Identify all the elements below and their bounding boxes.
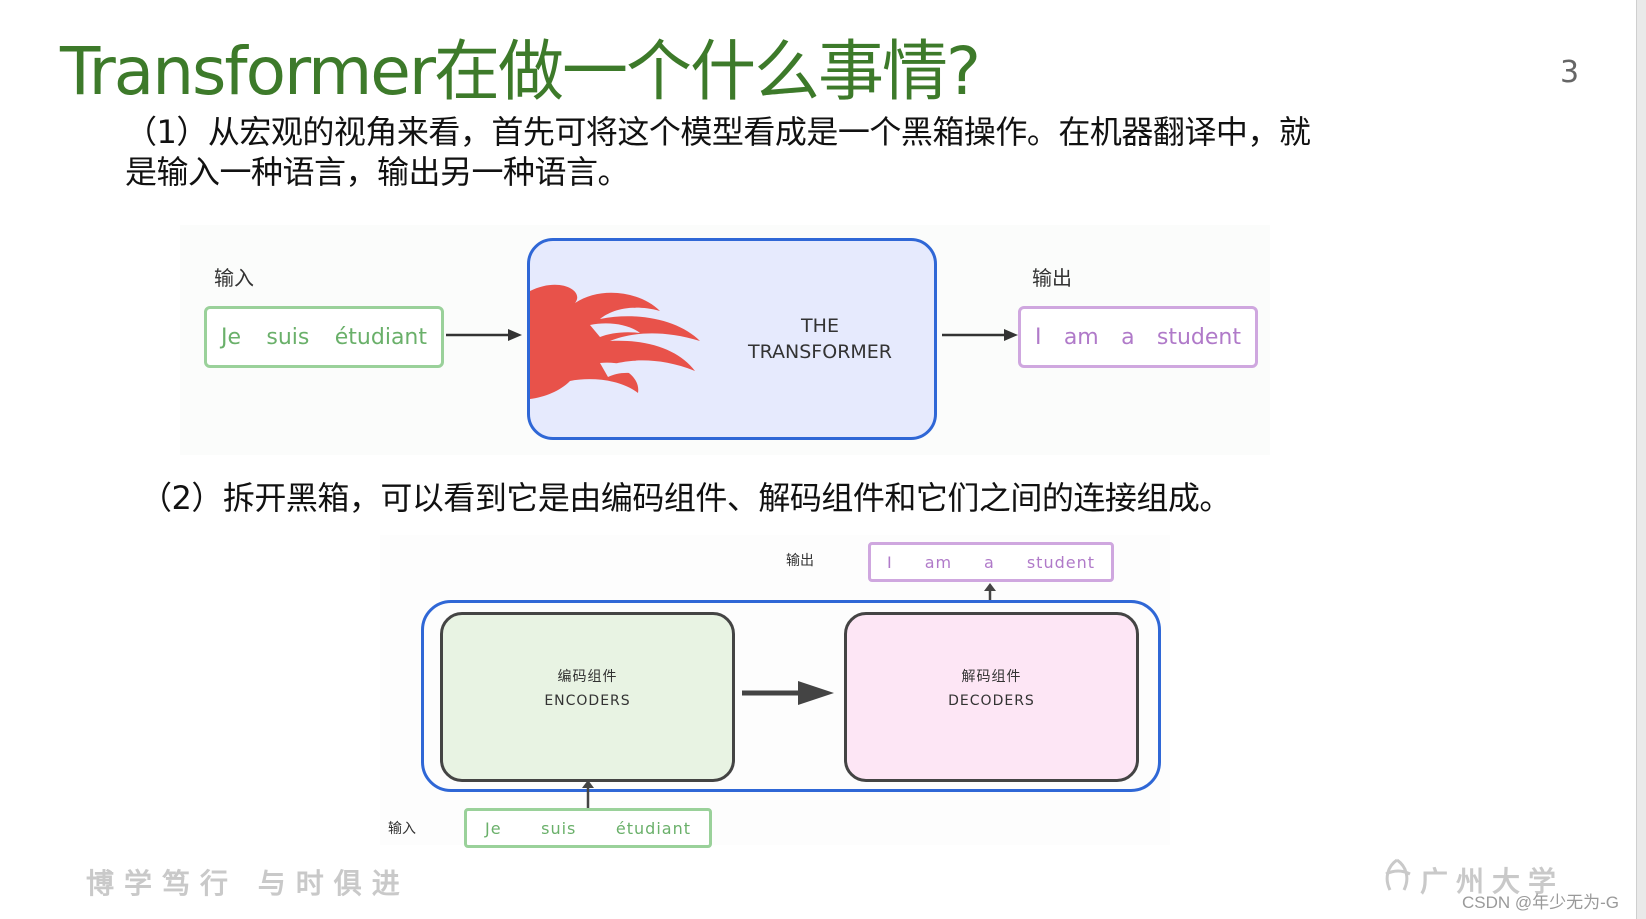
diagram-1-output-label: 输出 — [1032, 266, 1072, 290]
diagram-2-output-label: 输出 — [786, 553, 814, 569]
page-number: 3 — [1560, 55, 1580, 90]
arrow-right-icon — [942, 329, 1018, 341]
diagram-2-input-box: Je suis étudiant — [464, 808, 712, 848]
decoders-label-cn: 解码组件 — [961, 669, 1022, 685]
transformer-black-box: THE TRANSFORMER — [527, 238, 937, 440]
arrow-right-icon — [446, 329, 522, 341]
input-word: étudiant — [615, 818, 691, 838]
csdn-watermark: CSDN @年少无为-G — [1462, 893, 1620, 912]
output-word: am — [1063, 324, 1099, 350]
input-word: suis — [266, 324, 310, 350]
transformer-label: THE TRANSFORMER — [740, 313, 900, 365]
diagram-1-input-box: Je suis étudiant — [204, 306, 444, 368]
university-name: 广州大学 — [1420, 865, 1565, 898]
school-motto: 博学笃行 与时俱进 — [86, 867, 410, 900]
encoder-decoder-container — [421, 600, 1161, 792]
input-word: suis — [541, 818, 577, 838]
transformer-label-line-2: TRANSFORMER — [748, 341, 892, 363]
output-word: I — [1035, 324, 1042, 350]
arrow-up-icon — [582, 780, 594, 808]
paragraph-1: （1）从宏观的视角来看，首先可将这个模型看成是一个黑箱操作。在机器翻译中，就 是… — [125, 112, 1311, 192]
paragraph-2: （2）拆开黑箱，可以看到它是由编码组件、解码组件和它们之间的连接组成。 — [140, 479, 1231, 517]
output-word: a — [1121, 324, 1135, 350]
encoders-label-en: ENCODERS — [544, 693, 631, 709]
output-word: student — [1156, 324, 1241, 350]
decoders-label: 解码组件 DECODERS — [847, 665, 1136, 713]
diagram-1-output-box: I am a student — [1018, 306, 1258, 368]
scrollbar[interactable] — [1636, 0, 1646, 919]
paragraph-1-line-2: 是输入一种语言，输出另一种语言。 — [125, 153, 630, 191]
output-word: I — [887, 552, 893, 572]
decoders-block: 解码组件 DECODERS — [844, 612, 1139, 782]
encoders-block: 编码组件 ENCODERS — [440, 612, 735, 782]
output-word: a — [984, 552, 995, 572]
slide-title: Transformer在做一个什么事情? — [60, 33, 981, 110]
input-word: étudiant — [334, 324, 427, 350]
encoders-label-cn: 编码组件 — [557, 669, 618, 685]
diagram-2-output-box: I am a student — [868, 542, 1114, 582]
flame-icon — [530, 284, 700, 399]
university-logo-icon — [1385, 858, 1411, 891]
diagram-2-input-label: 输入 — [388, 821, 416, 837]
output-word: am — [924, 552, 953, 572]
input-word: Je — [485, 818, 502, 838]
input-word: Je — [221, 324, 242, 350]
decoders-label-en: DECODERS — [948, 693, 1035, 709]
encoders-label: 编码组件 ENCODERS — [443, 665, 732, 713]
arrow-right-icon — [742, 681, 834, 705]
transformer-label-line-1: THE — [801, 315, 839, 337]
diagram-1-input-label: 输入 — [214, 266, 254, 290]
paragraph-1-line-1: （1）从宏观的视角来看，首先可将这个模型看成是一个黑箱操作。在机器翻译中，就 — [125, 113, 1311, 151]
output-word: student — [1026, 552, 1095, 572]
